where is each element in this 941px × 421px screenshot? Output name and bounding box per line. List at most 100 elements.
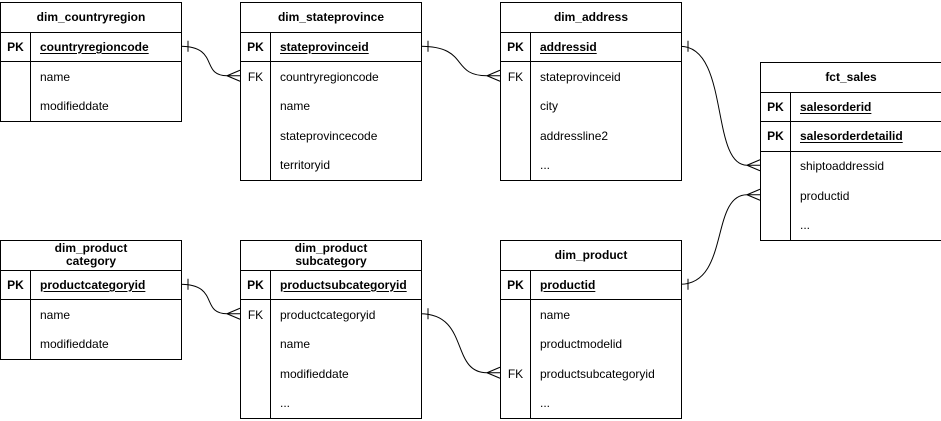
field-name: productmodelid: [540, 337, 623, 352]
relationship-line[interactable]: [179, 283, 228, 315]
relationship-line[interactable]: [179, 45, 228, 77]
field-name: modifieddate: [40, 99, 109, 114]
fk-label: FK: [501, 62, 531, 92]
key-cell: [1, 300, 31, 330]
field-row-dim_countryregion-2[interactable]: modifieddate: [1, 91, 181, 121]
field-row-fct_sales-1[interactable]: PK salesorderdetailid: [761, 122, 941, 152]
field-row-dim_stateprovince-0[interactable]: PK stateprovinceid: [241, 32, 421, 62]
pk-label: PK: [761, 92, 791, 121]
table-title-dim_address: dim_address: [501, 3, 681, 33]
field-name: addressline2: [540, 128, 609, 143]
field-name: ...: [540, 396, 551, 411]
field-row-dim_product-4[interactable]: ...: [501, 388, 681, 418]
key-cell: [501, 121, 531, 151]
connector-dim_product_subcategory-to-dim_product[interactable]: [419, 308, 501, 379]
connector-dim_address-to-fct_sales[interactable]: [679, 40, 761, 172]
relationship-line[interactable]: [679, 45, 748, 166]
field-name: ...: [540, 158, 551, 173]
key-cell: [761, 151, 791, 181]
field-row-dim_stateprovince-2[interactable]: name: [241, 91, 421, 121]
field-row-dim_stateprovince-3[interactable]: stateprovincecode: [241, 121, 421, 151]
field-row-dim_address-3[interactable]: addressline2: [501, 121, 681, 151]
field-row-dim_product_category-1[interactable]: name: [1, 300, 181, 330]
key-cell: [501, 300, 531, 330]
pk-label: PK: [761, 122, 791, 151]
field-name: territoryid: [280, 158, 331, 173]
field-row-dim_product_category-2[interactable]: modifieddate: [1, 329, 181, 359]
field-name: name: [540, 307, 571, 322]
connector-dim_product-to-fct_sales[interactable]: [679, 188, 761, 290]
key-cell: [241, 150, 271, 180]
key-cell: [501, 150, 531, 180]
field-name: productid: [540, 277, 596, 292]
field-row-fct_sales-4[interactable]: ...: [761, 210, 941, 240]
field-row-dim_product-2[interactable]: productmodelid: [501, 329, 681, 359]
field-row-dim_product_subcategory-2[interactable]: name: [241, 329, 421, 359]
field-row-dim_product_subcategory-3[interactable]: modifieddate: [241, 359, 421, 389]
relationship-line[interactable]: [419, 313, 488, 374]
field-name: modifieddate: [40, 337, 109, 352]
pk-label: PK: [241, 32, 271, 61]
field-name: productcategoryid: [40, 277, 146, 292]
field-name: productsubcategoryid: [280, 277, 407, 292]
pk-label: PK: [501, 270, 531, 299]
field-name: name: [40, 69, 71, 84]
field-name: countryregioncode: [40, 39, 149, 54]
table-title-dim_product: dim_product: [501, 241, 681, 271]
field-row-fct_sales-2[interactable]: shiptoaddressid: [761, 151, 941, 181]
field-name: ...: [800, 218, 811, 233]
relationship-line[interactable]: [419, 45, 488, 77]
field-row-dim_address-2[interactable]: city: [501, 91, 681, 121]
connector-dim_product_category-to-dim_product_subcategory[interactable]: [179, 278, 241, 320]
field-name: addressid: [540, 39, 597, 54]
connector-dim_countryregion-to-dim_stateprovince[interactable]: [179, 40, 241, 82]
field-row-dim_product_subcategory-4[interactable]: ...: [241, 388, 421, 418]
field-row-dim_countryregion-0[interactable]: PK countryregioncode: [1, 32, 181, 62]
field-name: productid: [800, 188, 850, 203]
key-cell: [501, 91, 531, 121]
field-name: ...: [280, 396, 291, 411]
field-name: name: [280, 337, 311, 352]
field-row-dim_product_subcategory-1[interactable]: FK productcategoryid: [241, 300, 421, 330]
field-row-dim_stateprovince-4[interactable]: territoryid: [241, 150, 421, 180]
field-name: name: [40, 307, 71, 322]
connector-dim_stateprovince-to-dim_address[interactable]: [419, 40, 501, 82]
key-cell: [761, 210, 791, 240]
fk-label: FK: [241, 300, 271, 330]
pk-label: PK: [1, 32, 31, 61]
key-cell: [501, 388, 531, 418]
field-row-dim_product-0[interactable]: PK productid: [501, 270, 681, 300]
field-name: productcategoryid: [280, 307, 376, 322]
key-cell: [1, 329, 31, 359]
field-row-dim_product-1[interactable]: name: [501, 300, 681, 330]
relationship-line[interactable]: [679, 194, 748, 285]
table-title-dim_stateprovince: dim_stateprovince: [241, 3, 421, 33]
table-title-fct_sales: fct_sales: [761, 63, 941, 93]
field-name: stateprovincecode: [280, 128, 378, 143]
field-name: modifieddate: [280, 366, 349, 381]
field-name: salesorderdetailid: [800, 129, 903, 144]
field-name: shiptoaddressid: [800, 159, 885, 174]
field-row-dim_address-4[interactable]: ...: [501, 150, 681, 180]
fk-label: FK: [241, 62, 271, 92]
field-row-dim_countryregion-1[interactable]: name: [1, 62, 181, 92]
field-name: stateprovinceid: [280, 39, 369, 54]
key-cell: [241, 359, 271, 389]
field-row-fct_sales-3[interactable]: productid: [761, 181, 941, 211]
